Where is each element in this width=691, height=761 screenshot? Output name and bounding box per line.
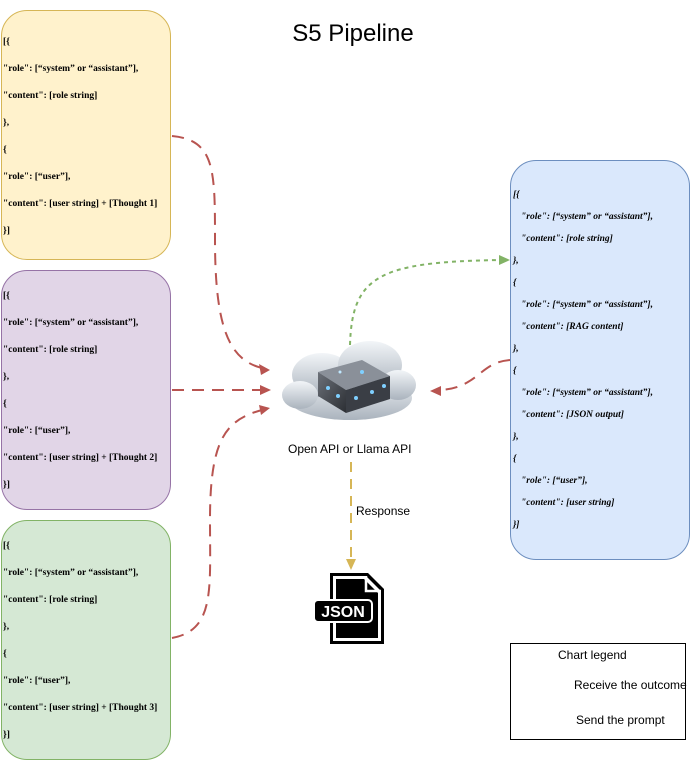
box4-line: "content": [role string] (521, 234, 613, 244)
box4-line: }] (513, 520, 520, 530)
prompt-box-thought-1 (1, 10, 171, 260)
box1-line: }, (3, 118, 10, 128)
box2-line: "role": [“user”], (3, 426, 71, 436)
box4-line: { (513, 278, 517, 288)
box2-line: { (3, 399, 7, 409)
send-arrowhead-4 (430, 386, 441, 396)
box4-line: "content": [user string] (521, 498, 615, 508)
box3-line: "content": [role string] (3, 595, 98, 605)
box3-line: }] (3, 730, 10, 740)
box1-line: }] (3, 226, 10, 236)
box1-line: { (3, 145, 7, 155)
prompt-box-rag-json (510, 160, 690, 560)
box4-line: { (513, 366, 517, 376)
legend-title: Chart legend (558, 648, 627, 662)
response-arrowhead (346, 559, 356, 570)
cloud-server-icon (282, 341, 416, 420)
send-arrowhead-2 (260, 385, 271, 395)
box4-line: { (513, 454, 517, 464)
send-arrowhead-3 (259, 405, 270, 415)
send-arrow-3 (171, 409, 263, 639)
box4-line: "role": [“user”], (521, 476, 588, 486)
chart-legend (510, 643, 686, 740)
box1-line: "role": [“system” or “assistant”], (3, 64, 139, 74)
box2-line: "role": [“system” or “assistant”], (3, 318, 139, 328)
box1-line: "content": [role string] (3, 91, 98, 101)
box4-line: [{ (513, 190, 520, 200)
api-label: Open API or Llama API (288, 442, 412, 456)
diagram-title: S5 Pipeline (292, 20, 414, 47)
box3-line: }, (3, 622, 10, 632)
box3-line: [{ (3, 541, 10, 551)
box1-line: "content": [user string] + [Thought 1] (3, 199, 158, 209)
prompt-box-thought-3 (1, 520, 171, 760)
box4-line: "role": [“system” or “assistant”], (521, 388, 653, 398)
prompt-box-thought-2 (1, 270, 171, 510)
send-arrow-1 (171, 135, 263, 369)
box2-line: }, (3, 372, 10, 382)
box4-line: }, (513, 432, 519, 442)
box2-line: }] (3, 480, 10, 490)
box2-line: "content": [role string] (3, 345, 98, 355)
box3-line: { (3, 649, 7, 659)
legend-receive-label: Receive the outcome (574, 678, 687, 692)
box4-line: }, (513, 344, 519, 354)
box4-line: }, (513, 256, 519, 266)
box1-line: "role": [“user”], (3, 172, 71, 182)
send-arrow-4 (439, 359, 511, 391)
box2-line: [{ (3, 291, 10, 301)
legend-send-label: Send the prompt (576, 713, 665, 727)
box4-line: "role": [“system” or “assistant”], (521, 300, 653, 310)
box1-line: [{ (3, 37, 10, 47)
receive-arrowhead (499, 255, 510, 265)
box4-line: "content": [JSON output] (521, 410, 624, 420)
response-label: Response (356, 504, 411, 518)
json-file-icon: JSON (313, 573, 384, 644)
box4-line: "role": [“system” or “assistant”], (521, 212, 653, 222)
send-arrowhead-1 (259, 364, 270, 375)
box4-line: "content": [RAG content] (521, 322, 624, 332)
box2-line: "content": [user string] + [Thought 2] (3, 453, 158, 463)
receive-arrow (349, 259, 501, 346)
box3-line: "content": [user string] + [Thought 3] (3, 703, 158, 713)
box3-line: "role": [“system” or “assistant”], (3, 568, 139, 578)
box3-line: "role": [“user”], (3, 676, 71, 686)
json-icon-text: JSON (321, 604, 365, 621)
